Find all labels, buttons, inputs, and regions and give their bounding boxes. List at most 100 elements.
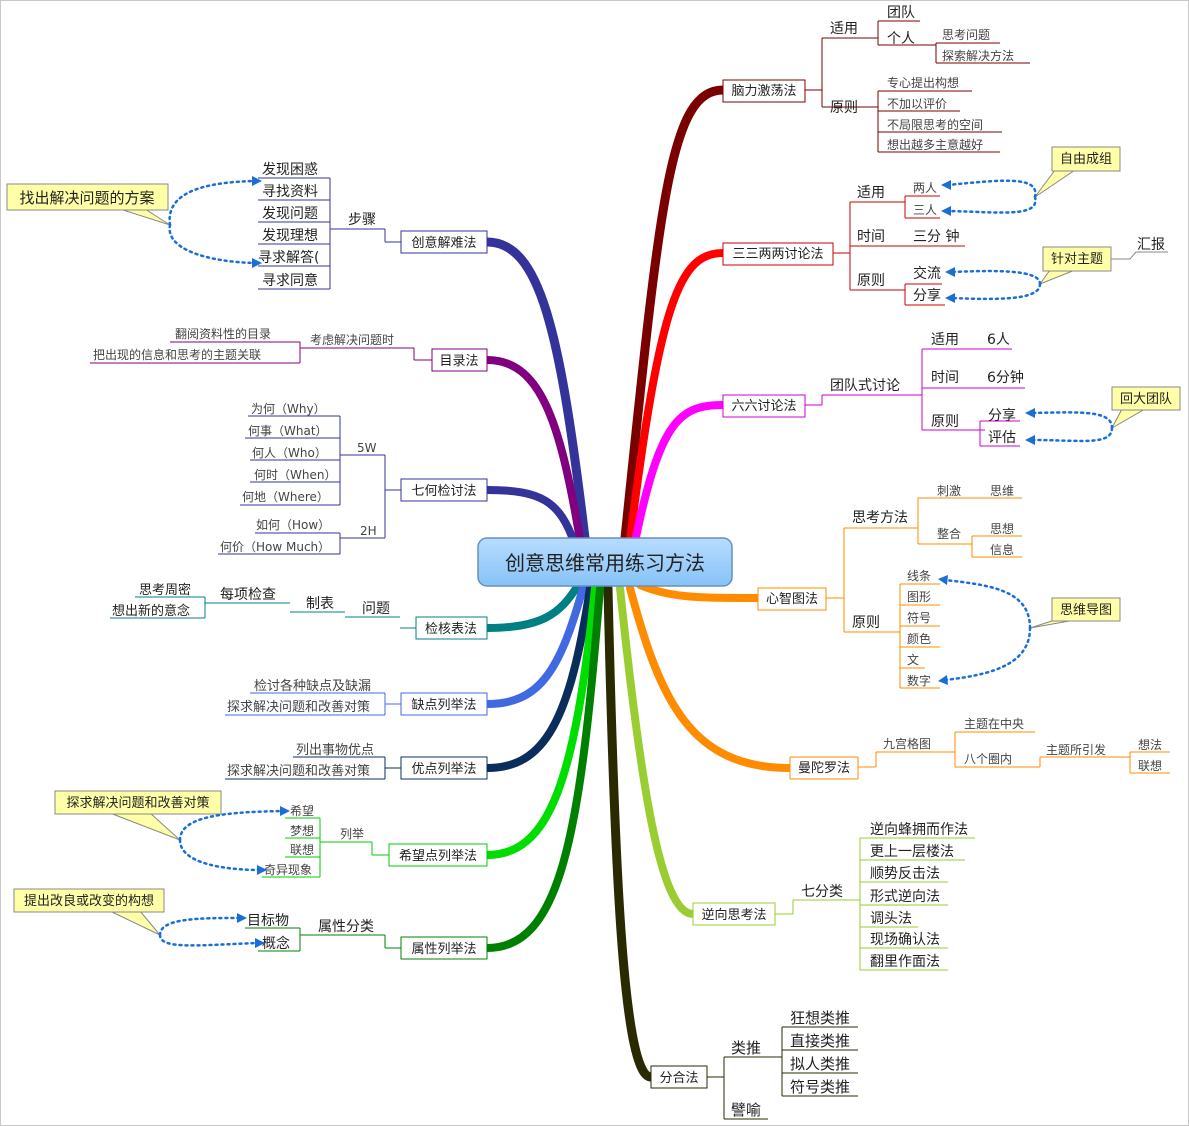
label-5w: 5W [357,441,377,455]
branch-synectics [603,583,656,1082]
label-text: 文 [907,652,919,667]
branch-merit [483,584,594,772]
seven-texts: 七何检讨法 5W 为何（Why） 何事（What） 何人（Who） 何时（Whe… [220,402,477,554]
topic-liuliu[interactable]: 六六讨论法 [731,399,796,414]
label-defect-a: 检讨各种缺点及缺漏 [254,678,371,694]
topic-creative[interactable]: 创意解难法 [411,235,476,251]
label-six: 6人 [987,332,1010,348]
label-concept: 概念 [262,935,290,952]
label-principle: 原则 [852,615,880,631]
label-individual: 个人 [887,31,915,47]
label-merit-a: 列出事物优点 [296,743,374,758]
callout-improve: 提出改良或改变的构想 [24,893,154,909]
topic-seven[interactable]: 七何检讨法 [411,483,476,499]
mindmap-group [757,497,1022,689]
topic-synectics[interactable]: 分合法 [659,1071,698,1086]
topic-mindmap[interactable]: 心智图法 [766,592,818,607]
topic-catalog[interactable]: 目录法 [439,354,478,369]
topic-checklist[interactable]: 检核表法 [425,622,477,637]
label-three: 三人 [913,203,937,217]
topic-hope[interactable]: 希望点列举法 [399,848,477,864]
creative-step: 寻找资料 [262,184,318,200]
label-eight: 八个圈内 [964,752,1012,766]
merit-group [225,756,488,780]
reverse-item: 调头法 [870,911,912,927]
label-table: 制表 [306,596,334,612]
reverse-item: 顺势反击法 [870,866,940,882]
label-idea: 思想 [990,521,1014,536]
label-triggered: 主题所引发 [1046,742,1106,757]
topic-reverse[interactable]: 逆向思考法 [701,907,766,923]
label-metaphor: 譬喻 [731,1101,761,1119]
attribute-group [245,927,488,960]
label-team-discuss: 团队式讨论 [830,378,900,394]
branch-checklist [483,581,582,632]
label-assoc: 联想 [1138,758,1162,773]
label-symbols: 符号 [907,610,931,625]
hope-item: 奇异现象 [264,863,312,877]
branch-creative [482,237,590,543]
label-principle: 原则 [830,100,858,116]
reverse-item: 逆向蜂拥而作法 [870,822,968,838]
label-2h: 2H [360,524,377,538]
synectics-item: 狂想类推 [790,1009,850,1027]
label-stimulate: 刺激 [937,484,961,498]
label-time: 时间 [931,370,959,386]
catalog-group [90,341,488,372]
label-apply: 适用 [931,332,959,348]
label-target: 目标物 [247,913,289,929]
creative-group [258,177,488,290]
label-analogy: 类推 [731,1039,761,1057]
topic-brainstorm[interactable]: 脑力激荡法 [731,84,796,99]
central-topic-label: 创意思维常用练习方法 [505,551,705,575]
sansan-group [722,195,965,306]
label-share: 分享 [913,287,941,304]
label-p1: 专心提出构想 [887,75,959,90]
callout-find-solution: 找出解决问题的方案 [19,189,154,207]
mandala-texts: 曼陀罗法 九宫格图 主题在中央 八个圈内 主题所引发 想法 联想 [798,716,1162,776]
label-minutes: 三分 钟 [913,228,959,245]
label-graphics: 图形 [907,590,931,604]
catalog-texts: 目录法 考虑解决问题时 翻阅资料性的目录 把出现的信息和思考的主题关联 [93,326,479,369]
creative-step: 寻求同意 [262,272,318,289]
creative-texts: 创意解难法 步骤 发现困惑 寻找资料 发现问题 发现理想 寻求解答( 寻求同意 [258,162,477,289]
label-newidea: 想出新的意念 [112,603,190,619]
creative-step: 寻求解答( [258,249,319,266]
hope-item: 联想 [290,842,314,857]
brainstorm-texts: 脑力激荡法 适用 团队 个人 思考问题 探索解决方法 原则 专心提出构想 不加以… [731,5,1014,152]
label-method: 思考方法 [852,510,908,526]
label-colors: 颜色 [907,631,931,646]
hope-texts: 希望点列举法 列举 希望 梦想 联想 奇异现象 [264,803,477,877]
label-apply: 适用 [830,21,858,37]
checklist-texts: 检核表法 问题 制表 每项检查 思考周密 想出新的意念 [112,582,477,637]
creative-step: 发现问题 [262,206,318,222]
brainstorm-group [722,20,1030,153]
label-classify: 属性分类 [318,919,374,935]
branch-liuliu [631,401,727,546]
hope-item: 梦想 [290,823,314,838]
branch-brainstorm [620,85,728,543]
seven-w: 何地（Where） [242,490,329,504]
label-principle: 原则 [931,414,959,430]
topic-sansan[interactable]: 三三两两讨论法 [732,247,823,262]
checklist-group [110,596,488,640]
label-p3: 不局限思考的空间 [887,117,983,132]
topic-attribute[interactable]: 属性列举法 [411,942,476,957]
label-defect-b: 探求解决问题和改善对策 [227,699,370,715]
label-catalog-b: 把出现的信息和思考的主题关联 [93,347,261,362]
reverse-item: 现场确认法 [870,932,940,948]
branch-attribute [483,584,604,952]
topic-mandala[interactable]: 曼陀罗法 [798,760,850,776]
seven-w: 何时（When） [254,468,336,482]
central-topic[interactable]: 创意思维常用练习方法 [477,537,733,587]
topic-defect[interactable]: 缺点列举法 [411,698,476,713]
synectics-item: 直接类推 [790,1032,850,1050]
liuliu-texts: 六六讨论法 团队式讨论 适用 6人 时间 6分钟 原则 分享 评估 [731,332,1023,446]
label-info: 信息 [990,542,1014,557]
label-seven: 七分类 [801,884,843,900]
mandala-group [789,731,1170,780]
callout-free-group: 自由成组 [1060,152,1112,167]
topic-merit[interactable]: 优点列举法 [411,762,476,777]
label-report: 汇报 [1137,237,1165,253]
label-method: 想法 [1138,737,1162,752]
